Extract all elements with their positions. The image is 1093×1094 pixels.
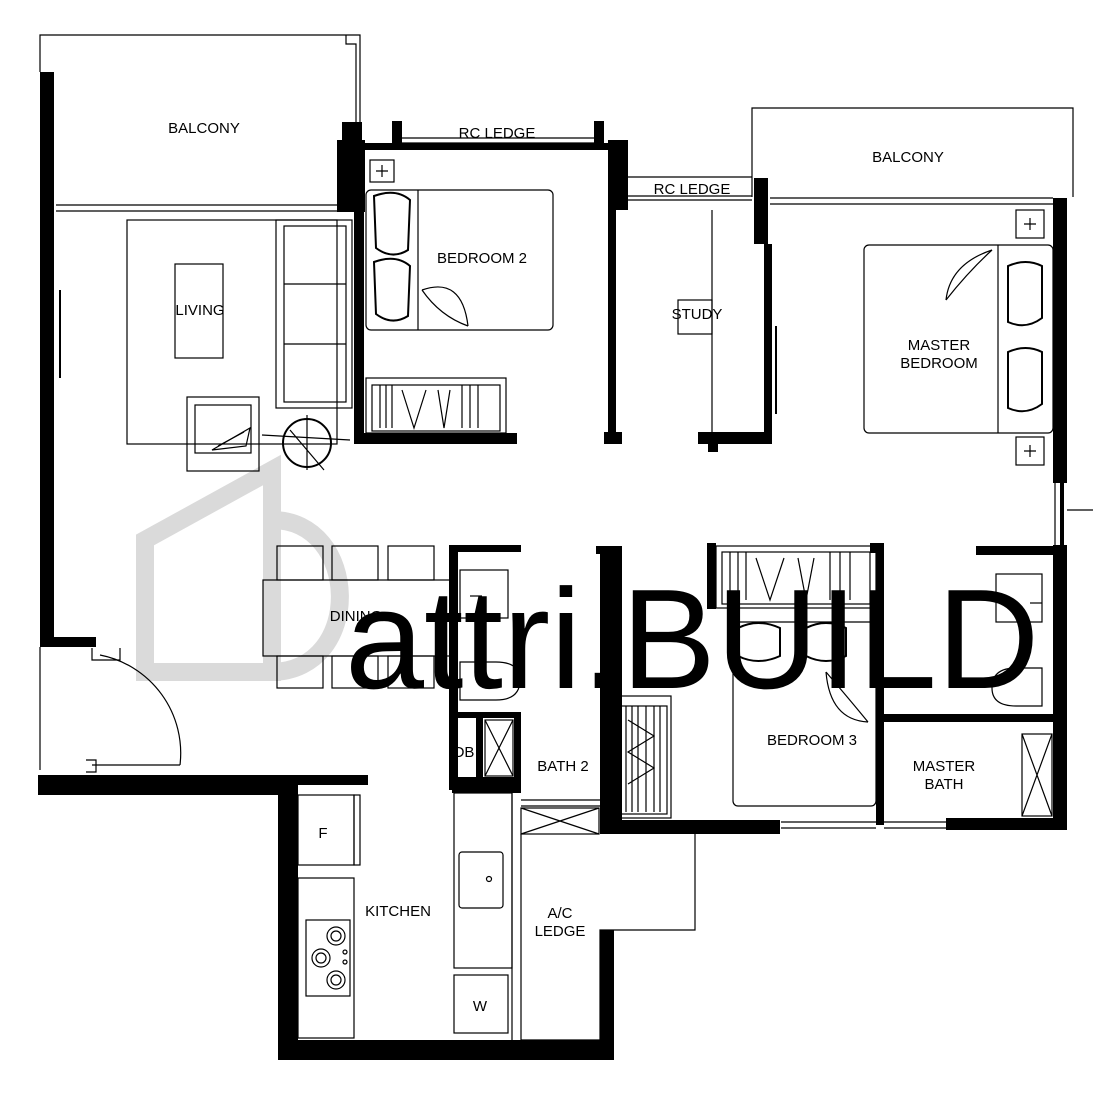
bath-2-window	[520, 807, 600, 835]
label-bath-2: BATH 2	[537, 758, 588, 775]
balcony-left-outline	[39, 34, 361, 212]
label-balcony-left: BALCONY	[168, 120, 240, 137]
watermark-text: attri.BUILD	[345, 560, 1039, 719]
study-furniture	[677, 210, 713, 432]
dining-furniture	[262, 545, 452, 689]
label-master-bath-1: MASTER	[913, 758, 976, 775]
label-db: DB	[454, 744, 475, 761]
room-labels: BALCONY RC LEDGE RC LEDGE BALCONY BEDROO…	[168, 120, 978, 1015]
rc-ledge-mid	[628, 176, 752, 201]
master-bath-fixtures	[991, 573, 1053, 817]
label-fridge: F	[318, 825, 327, 842]
walls	[38, 72, 1093, 1060]
windows	[521, 799, 946, 829]
label-rc-ledge-top: RC LEDGE	[459, 125, 536, 142]
label-master-bath-2: BATH	[925, 776, 964, 793]
label-ac-ledge-1: A/C	[547, 905, 572, 922]
label-dining: DINING	[330, 608, 383, 625]
label-study: STUDY	[672, 306, 723, 323]
label-balcony-right: BALCONY	[872, 149, 944, 166]
watermark: attri.BUILD	[136, 454, 1039, 719]
label-master-bedroom-2: BEDROOM	[900, 355, 978, 372]
label-master-bedroom-1: MASTER	[908, 337, 971, 354]
label-bedroom-3: BEDROOM 3	[767, 732, 857, 749]
bedroom-3-furniture	[616, 545, 877, 819]
ac-ledge-outline	[520, 834, 696, 1041]
living-furniture	[126, 219, 353, 472]
kitchen-fixtures	[297, 792, 513, 1040]
label-rc-ledge-mid: RC LEDGE	[654, 181, 731, 198]
label-living: LIVING	[175, 302, 224, 319]
label-bedroom-2: BEDROOM 2	[437, 250, 527, 267]
bath-2-fixtures	[459, 569, 521, 777]
label-ac-ledge-2: LEDGE	[535, 923, 586, 940]
bedroom-2-furniture	[365, 159, 554, 434]
label-kitchen: KITCHEN	[365, 903, 431, 920]
label-washer: W	[473, 998, 488, 1015]
main-door	[86, 648, 182, 773]
balcony-right-outline	[751, 107, 1074, 205]
master-bedroom-furniture	[863, 209, 1054, 466]
